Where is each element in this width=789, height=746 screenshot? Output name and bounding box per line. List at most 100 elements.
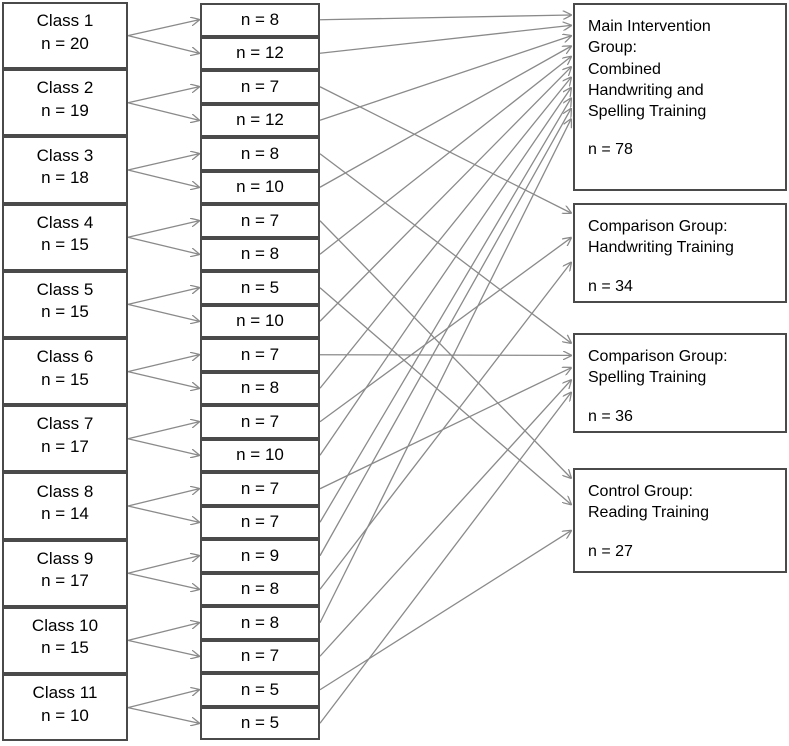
class-n-label: n = 17	[41, 436, 89, 456]
subgroup-to-group-arrow	[319, 220, 571, 478]
class-name: Class 7	[36, 414, 94, 434]
group-title-line: Handwriting and	[588, 81, 704, 99]
group-n-label: n = 27	[588, 542, 633, 560]
group-title-line: Comparison Group:	[588, 218, 728, 235]
subgroup-box: n = 7	[200, 204, 320, 238]
group-title-line: Combined	[588, 60, 661, 78]
subgroup-box: n = 7	[200, 505, 320, 539]
subgroup-n-label: n = 5	[240, 679, 280, 699]
subgroup-to-group-arrow	[319, 238, 571, 423]
class-to-subgroup-arrow	[127, 370, 199, 389]
class-n-label: n = 14	[41, 503, 89, 523]
class-name: Class 3	[36, 145, 94, 165]
subgroup-box: n = 7	[200, 70, 320, 104]
class-name: Class 1	[36, 11, 94, 31]
subgroup-n-label: n = 8	[240, 143, 280, 163]
class-to-subgroup-arrow	[127, 623, 199, 642]
subgroup-to-group-arrow	[319, 67, 571, 322]
subgroup-to-group-arrow	[319, 36, 571, 121]
group-title-line: Spelling Training	[588, 369, 707, 387]
subgroup-to-group-arrow	[319, 15, 571, 21]
class-to-subgroup-arrow	[127, 690, 199, 709]
class-to-subgroup-arrow	[127, 438, 199, 455]
subgroup-to-group-arrow	[319, 119, 571, 624]
class-n-label: n = 15	[41, 369, 89, 389]
class-n-label: n = 15	[41, 638, 89, 658]
class-n-label: n = 18	[41, 167, 89, 187]
class-n-label: n = 10	[41, 705, 89, 725]
subgroup-box: n = 7	[200, 338, 320, 372]
class-name: Class 11	[32, 683, 98, 703]
subgroup-to-group-arrow	[319, 57, 571, 255]
class-name: Class 2	[36, 78, 94, 98]
subgroup-box: n = 7	[200, 405, 320, 439]
subgroup-n-label: n = 8	[240, 612, 280, 632]
class-to-subgroup-arrow	[127, 572, 199, 589]
class-to-subgroup-arrow	[127, 102, 199, 120]
subgroup-box: n = 10	[200, 304, 320, 338]
subgroup-to-group-arrow	[319, 263, 571, 590]
class-to-subgroup-arrow	[127, 20, 199, 37]
group-n-label: n = 34	[588, 277, 633, 295]
class-n-label: n = 17	[41, 571, 89, 591]
subgroup-n-label: n = 10	[236, 445, 284, 465]
class-name: Class 8	[36, 481, 94, 501]
subgroup-box: n = 5	[200, 706, 320, 740]
subgroup-box: n = 7	[200, 472, 320, 506]
subgroup-to-group-arrow	[319, 77, 571, 389]
subgroup-to-group-arrow	[319, 153, 571, 343]
class-to-subgroup-arrow	[127, 489, 199, 507]
subgroup-box: n = 8	[200, 3, 320, 37]
subgroup-to-group-connectors	[319, 15, 571, 724]
subgroup-n-label: n = 8	[240, 579, 280, 599]
class-n-label: n = 19	[41, 100, 89, 120]
class-to-subgroup-arrow	[127, 422, 199, 440]
subgroup-box: n = 5	[200, 271, 320, 305]
subgroup-to-group-arrow	[319, 380, 571, 657]
class-to-subgroup-connectors	[127, 20, 199, 724]
class-to-subgroup-arrow	[127, 288, 199, 306]
subgroup-n-label: n = 12	[236, 43, 284, 63]
subgroup-to-group-arrow	[319, 393, 571, 724]
class-to-subgroup-arrow	[127, 154, 199, 171]
group-title-line: Reading Training	[588, 504, 709, 522]
class-to-subgroup-arrow	[127, 355, 199, 373]
subgroup-n-label: n = 7	[240, 344, 280, 364]
subgroup-box: n = 8	[200, 237, 320, 271]
subgroup-to-group-arrow	[319, 46, 571, 188]
subgroup-n-label: n = 5	[240, 277, 280, 297]
class-to-subgroup-arrow	[127, 639, 199, 656]
group-title-line: Group:	[588, 39, 637, 57]
class-to-subgroup-arrow	[127, 706, 199, 724]
subgroup-box: n = 8	[200, 371, 320, 405]
subgroup-box: n = 12	[200, 36, 320, 70]
subgroup-to-group-arrow	[319, 88, 571, 456]
subgroup-n-label: n = 9	[240, 545, 280, 565]
subgroup-n-label: n = 8	[240, 9, 280, 29]
subgroup-box: n = 9	[200, 539, 320, 573]
class-to-subgroup-arrow	[127, 505, 199, 522]
subgroup-box: n = 8	[200, 606, 320, 640]
subgroup-box: n = 10	[200, 438, 320, 472]
group-n-label: n = 78	[588, 141, 633, 159]
subgroup-to-group-arrow	[319, 86, 571, 213]
subgroup-n-label: n = 7	[240, 646, 280, 666]
subgroup-n-label: n = 5	[240, 713, 280, 733]
class-n-label: n = 20	[41, 33, 89, 53]
subgroup-box: n = 5	[200, 673, 320, 707]
class-to-subgroup-arrow	[127, 34, 199, 54]
subgroup-n-label: n = 10	[236, 311, 284, 331]
subgroup-to-group-arrow	[319, 355, 571, 356]
subgroup-to-group-arrow	[319, 368, 571, 490]
class-to-subgroup-arrow	[127, 303, 199, 321]
class-to-subgroup-arrow	[127, 556, 199, 574]
subgroup-box: n = 10	[200, 170, 320, 204]
